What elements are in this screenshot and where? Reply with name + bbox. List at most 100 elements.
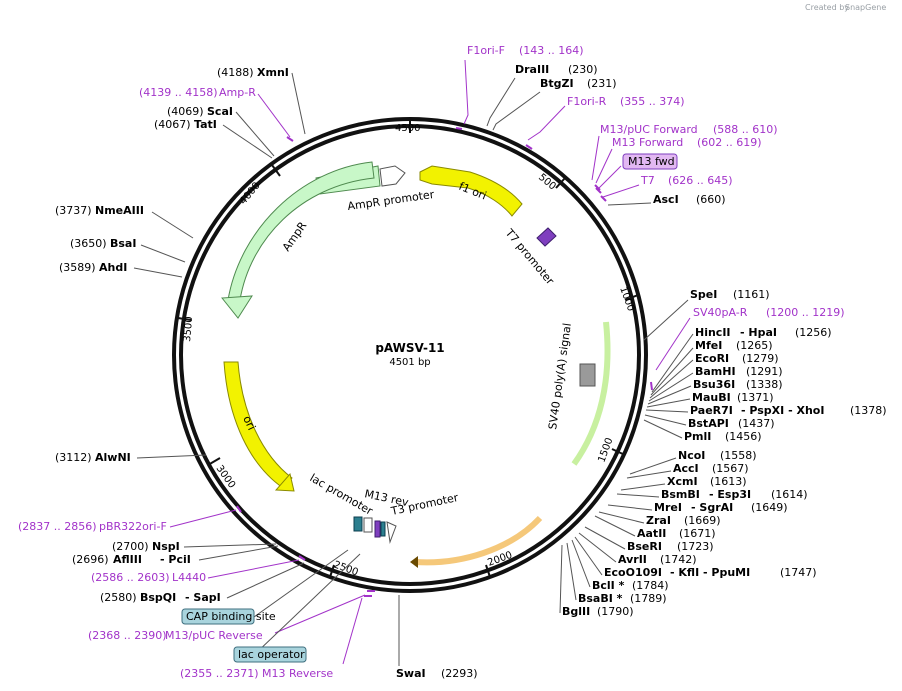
label-name: Bsu36I bbox=[693, 378, 735, 391]
label-extra: - PspXI - XhoI bbox=[741, 404, 824, 417]
label-pos: (1338) bbox=[746, 378, 783, 391]
label-extra: - SgrAI bbox=[691, 501, 733, 514]
label-pos: (4069) bbox=[167, 105, 204, 118]
label-pos: (3650) bbox=[70, 237, 107, 250]
tick-label: 4500 bbox=[395, 123, 420, 134]
feature-f1-ori[interactable]: f1 ori bbox=[419, 165, 523, 217]
label-name: TatI bbox=[194, 118, 217, 131]
label-pos: (355 .. 374) bbox=[620, 95, 685, 108]
label-name: NspI bbox=[152, 540, 180, 553]
label-name: F1ori-R bbox=[567, 95, 607, 108]
label-pos: (2837 .. 2856) bbox=[18, 520, 97, 533]
label-pos: (4067) bbox=[154, 118, 191, 131]
sv40-label: SV40 poly(A) signal bbox=[546, 322, 574, 430]
label-pos: (1291) bbox=[746, 365, 783, 378]
plasmid-size: 4501 bp bbox=[389, 357, 430, 368]
label-name: BclI * bbox=[592, 579, 625, 592]
label-name: L4440 bbox=[172, 571, 206, 584]
label-name: DraIII bbox=[515, 63, 549, 76]
label-pos: (2696) bbox=[72, 553, 109, 566]
label-name: F1ori-F bbox=[467, 44, 505, 57]
label-name: AscI bbox=[653, 193, 679, 206]
label-pos: (3737) bbox=[55, 204, 92, 217]
box-cap-binding-site[interactable]: CAP binding site bbox=[181, 608, 276, 625]
feature-sv40[interactable]: SV40 poly(A) signal bbox=[546, 321, 611, 466]
label-pos: (1614) bbox=[771, 488, 808, 501]
box-lac-operator[interactable]: lac operator bbox=[233, 646, 307, 663]
box-m13-fwd[interactable]: M13 fwd bbox=[622, 153, 678, 170]
label-pos: (1723) bbox=[677, 540, 714, 553]
primer-site-markers bbox=[236, 127, 653, 597]
feature-lac-cluster[interactable]: lac promoter M13 rev T3 promoter bbox=[308, 471, 460, 544]
label-pos: (2580) bbox=[100, 591, 137, 604]
label-name: BsaBI * bbox=[578, 592, 623, 605]
credit-brand: SnapGene bbox=[845, 3, 886, 12]
tick-label: 4000 bbox=[238, 180, 263, 207]
site-labels: F1ori-F (143 .. 164) DraIII (230) BtgZI … bbox=[18, 44, 887, 680]
tick-label: 3500 bbox=[182, 316, 195, 342]
label-pos: (1371) bbox=[737, 391, 774, 404]
label-pos: (3589) bbox=[59, 261, 96, 274]
label-name: AflIII bbox=[113, 553, 142, 566]
label-extra: - SapI bbox=[185, 591, 221, 604]
label-pos: (660) bbox=[696, 193, 726, 206]
feature-ori[interactable]: ori bbox=[223, 361, 295, 492]
label-pos: (602 .. 619) bbox=[697, 136, 762, 149]
label-pos: (1378) bbox=[850, 404, 887, 417]
label-pos: (4188) bbox=[217, 66, 254, 79]
label-pos: (1613) bbox=[710, 475, 747, 488]
feature-orange-arc[interactable] bbox=[410, 515, 543, 568]
ampr-promoter-label: AmpR promoter bbox=[347, 188, 436, 213]
label-name: pBR322ori-F bbox=[99, 520, 167, 533]
label-name: M13 Reverse bbox=[262, 667, 333, 680]
credit: Created by SnapGene bbox=[805, 3, 886, 12]
label-pos: (143 .. 164) bbox=[519, 44, 584, 57]
label-name: BseRI bbox=[627, 540, 662, 553]
plasmid-name: pAWSV-11 bbox=[375, 341, 444, 355]
label-pos: (1784) bbox=[632, 579, 669, 592]
label-name: M13/pUC Forward bbox=[600, 123, 698, 136]
label-name: M13 Forward bbox=[612, 136, 683, 149]
label-extra: - HpaI bbox=[740, 326, 777, 339]
label-pos: (1567) bbox=[712, 462, 749, 475]
ampr-label: AmpR bbox=[280, 219, 310, 254]
label-pos: (588 .. 610) bbox=[713, 123, 778, 136]
label-pos: (231) bbox=[587, 77, 617, 90]
box-m13-fwd-label: M13 fwd bbox=[628, 155, 675, 168]
label-name: PmlI bbox=[684, 430, 711, 443]
label-pos: (1456) bbox=[725, 430, 762, 443]
label-name: BamHI bbox=[695, 365, 736, 378]
label-pos: (1265) bbox=[736, 339, 773, 352]
label-name: HincII bbox=[695, 326, 731, 339]
label-name: BsmBI bbox=[661, 488, 700, 501]
label-pos: (2293) bbox=[441, 667, 478, 680]
label-pos: (1256) bbox=[795, 326, 832, 339]
label-pos: (1789) bbox=[630, 592, 667, 605]
label-name: SwaI bbox=[396, 667, 426, 680]
label-name: EcoO109I bbox=[604, 566, 662, 579]
label-pos: (1747) bbox=[780, 566, 817, 579]
ori-label: ori bbox=[240, 414, 258, 432]
label-name: PaeR7I bbox=[690, 404, 733, 417]
label-pos: (1279) bbox=[742, 352, 779, 365]
label-pos: (1437) bbox=[738, 417, 775, 430]
label-pos: (2355 .. 2371) bbox=[180, 667, 259, 680]
label-name: BspQI bbox=[140, 591, 176, 604]
label-name: AlwNI bbox=[95, 451, 131, 464]
label-name: EcoRI bbox=[695, 352, 729, 365]
label-name: NcoI bbox=[678, 449, 705, 462]
label-name: BglII bbox=[562, 605, 590, 618]
label-pos: (1200 .. 1219) bbox=[766, 306, 845, 319]
label-pos: (3112) bbox=[55, 451, 92, 464]
label-name: ZraI bbox=[646, 514, 671, 527]
label-extra: - KflI - PpuMI bbox=[670, 566, 750, 579]
label-pos: (1669) bbox=[684, 514, 721, 527]
label-name: MfeI bbox=[695, 339, 722, 352]
label-name: T7 bbox=[640, 174, 655, 187]
label-name: XmnI bbox=[257, 66, 289, 79]
label-pos: (4139 .. 4158) bbox=[139, 86, 218, 99]
box-lac-operator-label: lac operator bbox=[238, 648, 305, 661]
feature-t7-promoter[interactable]: T7 promoter bbox=[502, 226, 557, 288]
tick-marks bbox=[177, 119, 639, 578]
